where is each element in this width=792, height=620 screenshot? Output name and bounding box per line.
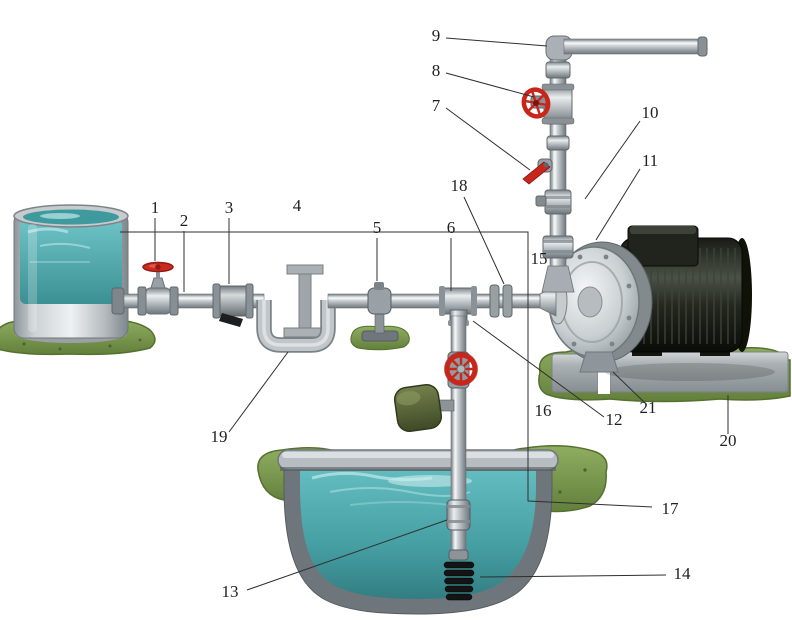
label-13: 13 (222, 582, 239, 601)
leader-line-13 (246, 519, 448, 591)
pipe-coupling (212, 283, 254, 327)
discharge-pipe (521, 35, 708, 293)
supply-shutoff-valve (137, 261, 179, 316)
leader-line-18 (463, 196, 505, 285)
label-16: 16 (535, 401, 552, 420)
label-5: 5 (373, 218, 382, 237)
label-18: 18 (451, 176, 468, 195)
leader-line-8 (445, 72, 535, 98)
leader-line-12 (472, 320, 605, 418)
leader-line-10 (584, 120, 641, 200)
label-7: 7 (432, 96, 441, 115)
label-8: 8 (432, 61, 441, 80)
leader-line-21 (612, 371, 646, 404)
flange-joint (489, 284, 513, 318)
label-21: 21 (640, 398, 657, 417)
label-17: 17 (662, 499, 680, 518)
float-device (393, 383, 443, 433)
pipe-union (446, 499, 471, 531)
gate-valve (521, 83, 575, 125)
label-15: 15 (531, 249, 548, 268)
label-2: 2 (180, 211, 189, 230)
sump-water (300, 470, 536, 599)
foot-valve-strainer (443, 561, 475, 601)
leader-line-11 (595, 168, 641, 241)
labels: 1 2 3 4 5 6 7 8 9 10 11 12 13 14 15 16 1… (151, 26, 737, 601)
label-19: 19 (211, 427, 228, 446)
red-handwheel-suction-icon (444, 352, 478, 386)
leader-line-9 (445, 37, 548, 47)
label-10: 10 (642, 103, 659, 122)
discharge-header-pipe (563, 38, 703, 55)
pump-set (538, 225, 791, 403)
label-14: 14 (674, 564, 692, 583)
red-handwheel-discharge-icon (521, 87, 551, 119)
label-20: 20 (720, 431, 737, 450)
label-9: 9 (432, 26, 441, 45)
beam-support (283, 264, 327, 338)
coupling-handle (219, 313, 243, 327)
bracket-line-15-16-17 (120, 231, 653, 508)
tank-water (20, 220, 122, 304)
drain-cock (522, 158, 553, 185)
label-4: 4 (293, 196, 302, 215)
leader-line-14 (479, 574, 667, 578)
suction-drop-pipe (393, 315, 478, 601)
discharge-flange (542, 235, 574, 259)
label-11: 11 (642, 151, 658, 170)
tank-outlet-flange (111, 287, 125, 315)
supply-tank (0, 204, 156, 356)
leader-line-7 (445, 107, 531, 171)
leader-line-19 (228, 351, 289, 433)
label-12: 12 (606, 410, 623, 429)
suction-sump-tank (257, 445, 608, 615)
reference-lines (120, 37, 729, 591)
label-3: 3 (225, 198, 234, 217)
pipe-support-clamp (350, 282, 410, 351)
label-1: 1 (151, 198, 160, 217)
volute-foot (579, 351, 619, 373)
label-6: 6 (447, 218, 456, 237)
union-collar (544, 189, 572, 215)
